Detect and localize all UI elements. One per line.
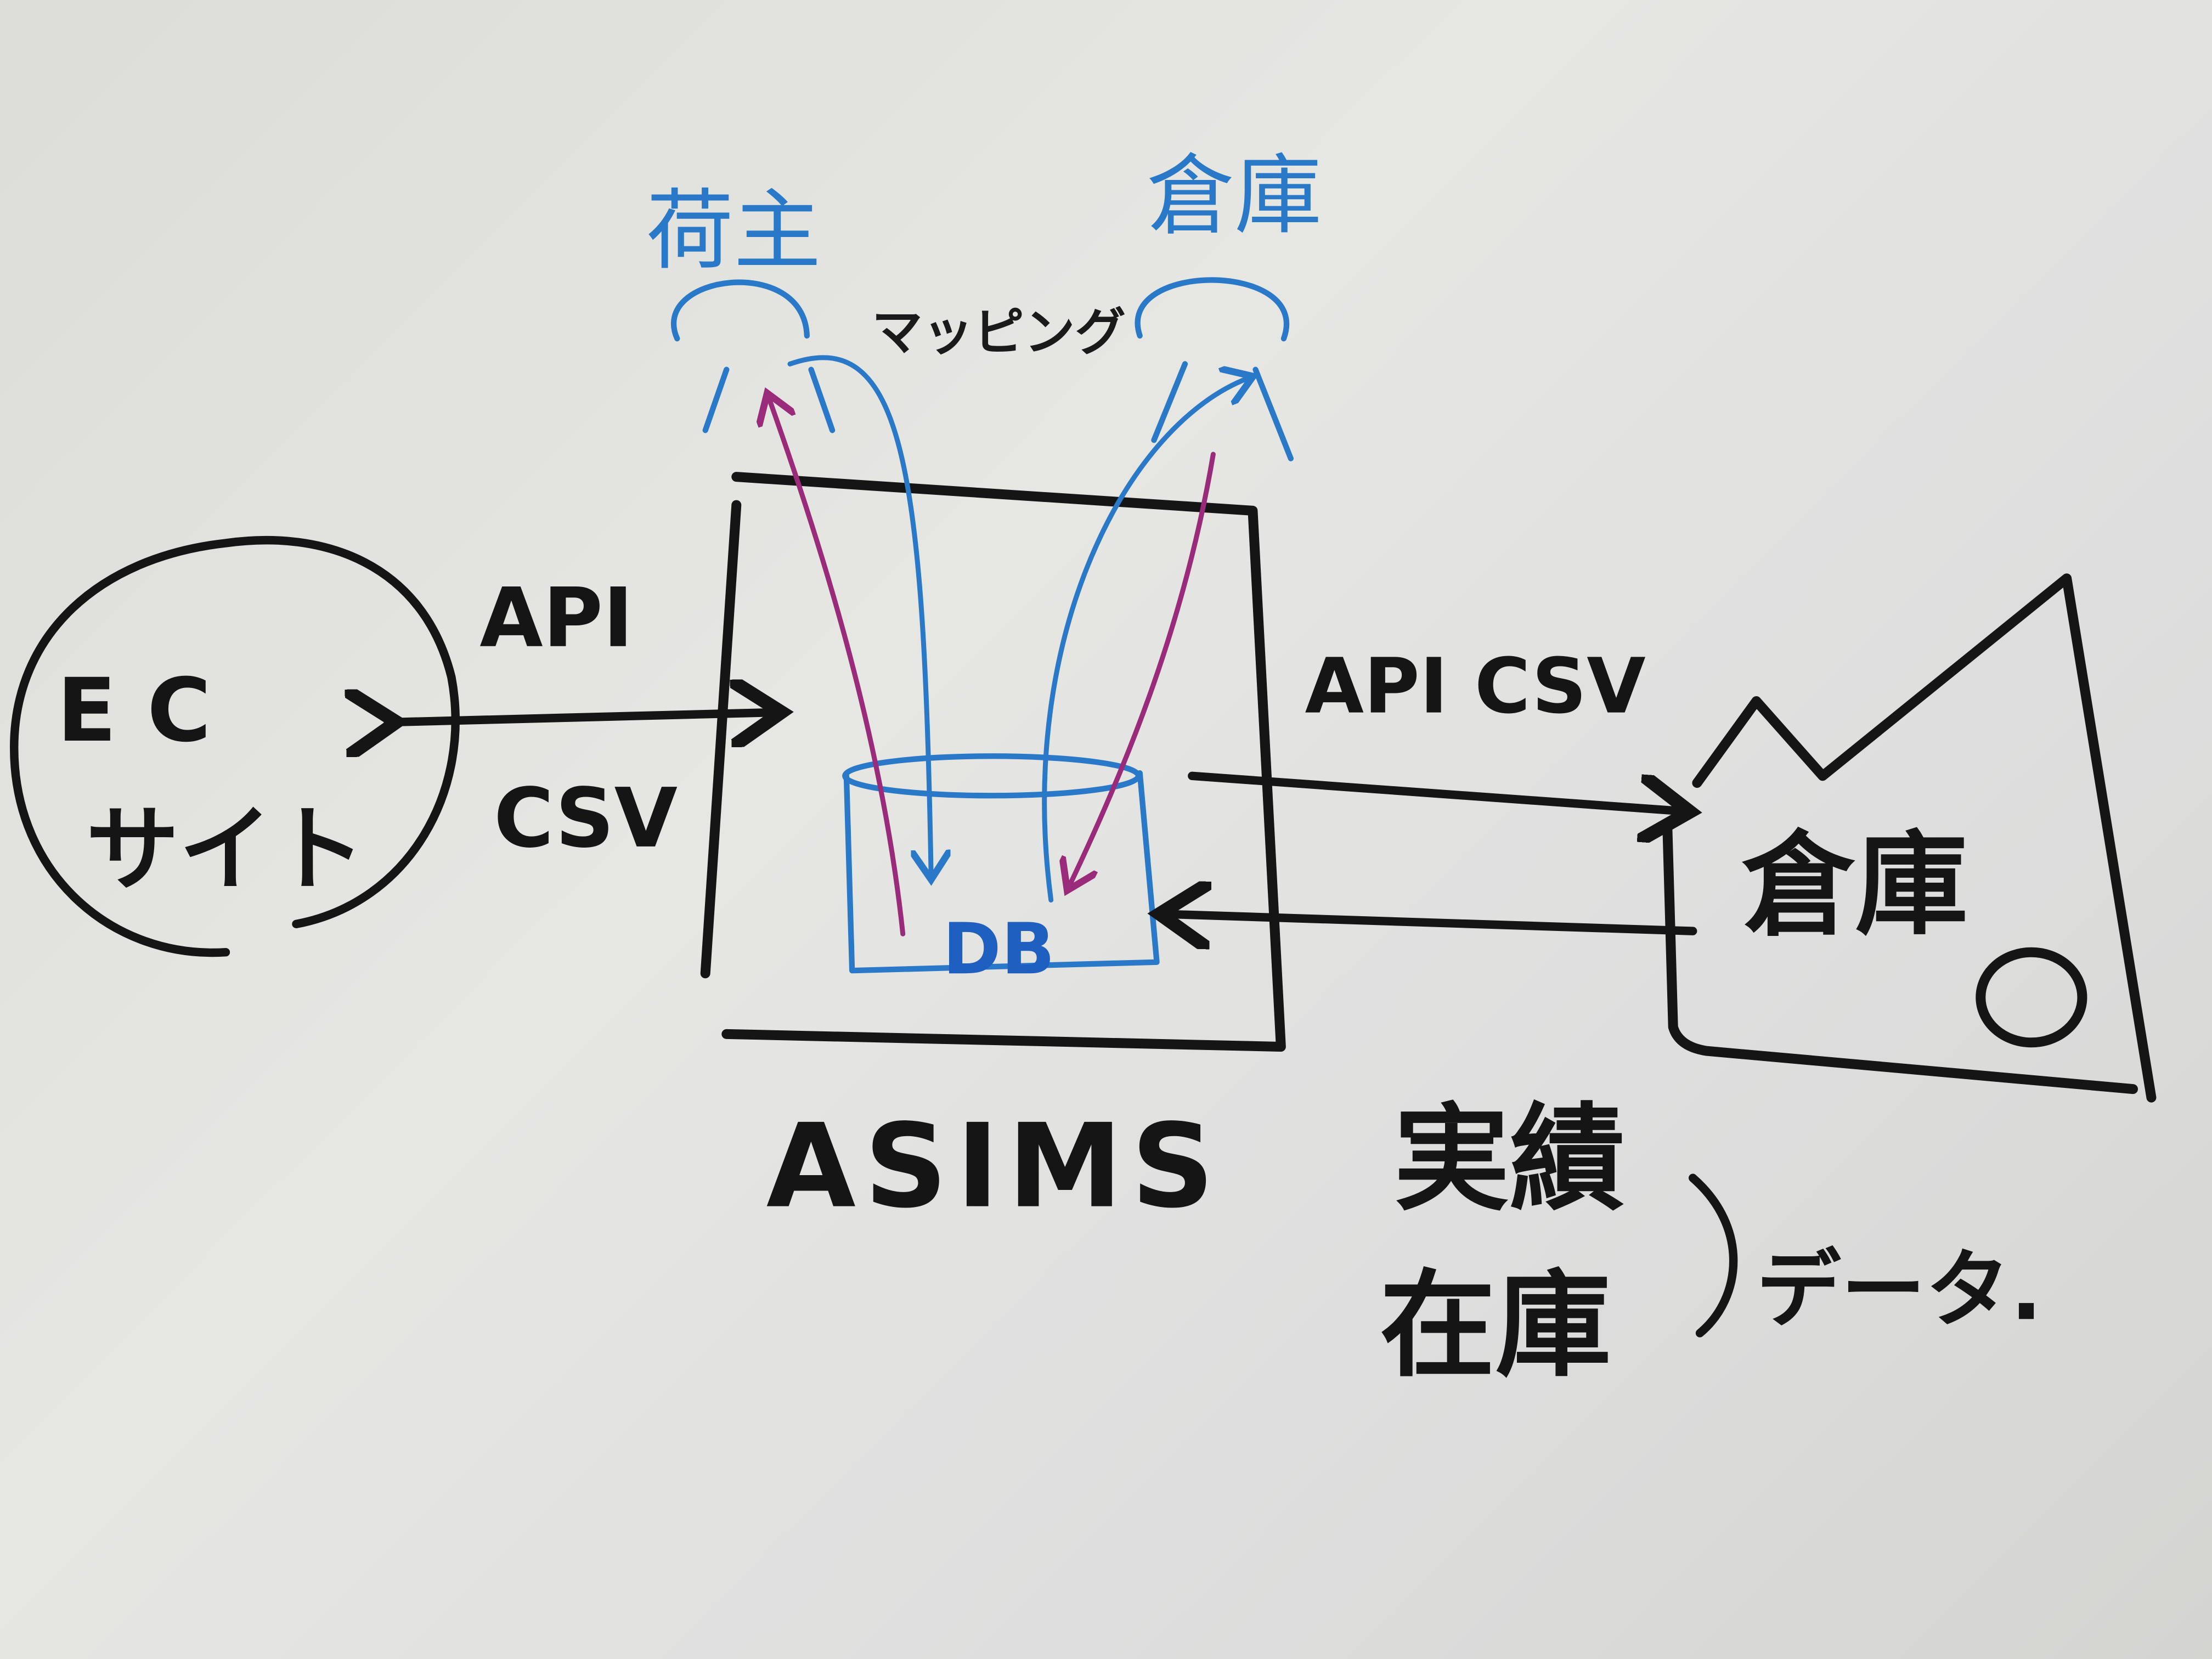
warehouse-to-asims-arrow [1168, 914, 1697, 931]
shipper-to-db-arrow [787, 355, 931, 874]
asims-label: ASIMS [766, 1099, 1223, 1234]
db-label: DB [943, 909, 1055, 990]
data-note-bracket [1689, 1173, 1738, 1338]
mapping-label: マッピング [872, 303, 1126, 362]
mapping-shipper-label: 荷主 [646, 180, 821, 282]
data-note-suffix: データ. [1756, 1241, 2042, 1339]
warehouse-to-db-arrow [1069, 452, 1216, 886]
warehouse-arc [1135, 277, 1290, 342]
ec-site-label-2: サイト [86, 795, 365, 904]
db-to-warehouse-arrow [1042, 378, 1249, 903]
mapping-warehouse-label: 倉庫 [1147, 144, 1322, 246]
db-cylinder [842, 753, 1160, 974]
db-to-shipper-arrow [769, 398, 906, 936]
data-note-line1: 実績 [1394, 1092, 1626, 1227]
shipper-arc [670, 279, 810, 342]
warehouse-building [1662, 573, 2157, 1103]
ec-site-label-1: E C [57, 659, 211, 761]
asims-to-warehouse-arrow [1188, 771, 1681, 811]
warehouse-circle [1976, 947, 2087, 1048]
ec-link-api-label: API [479, 571, 633, 666]
data-note-line2: 在庫 [1380, 1258, 1611, 1393]
warehouse-link-label: API CSV [1305, 642, 1646, 731]
ec-asims-arrow [388, 713, 773, 723]
warehouse-label: 倉庫 [1742, 819, 1968, 951]
ec-site-circle [10, 536, 460, 957]
ec-link-csv-label: CSV [494, 771, 678, 866]
